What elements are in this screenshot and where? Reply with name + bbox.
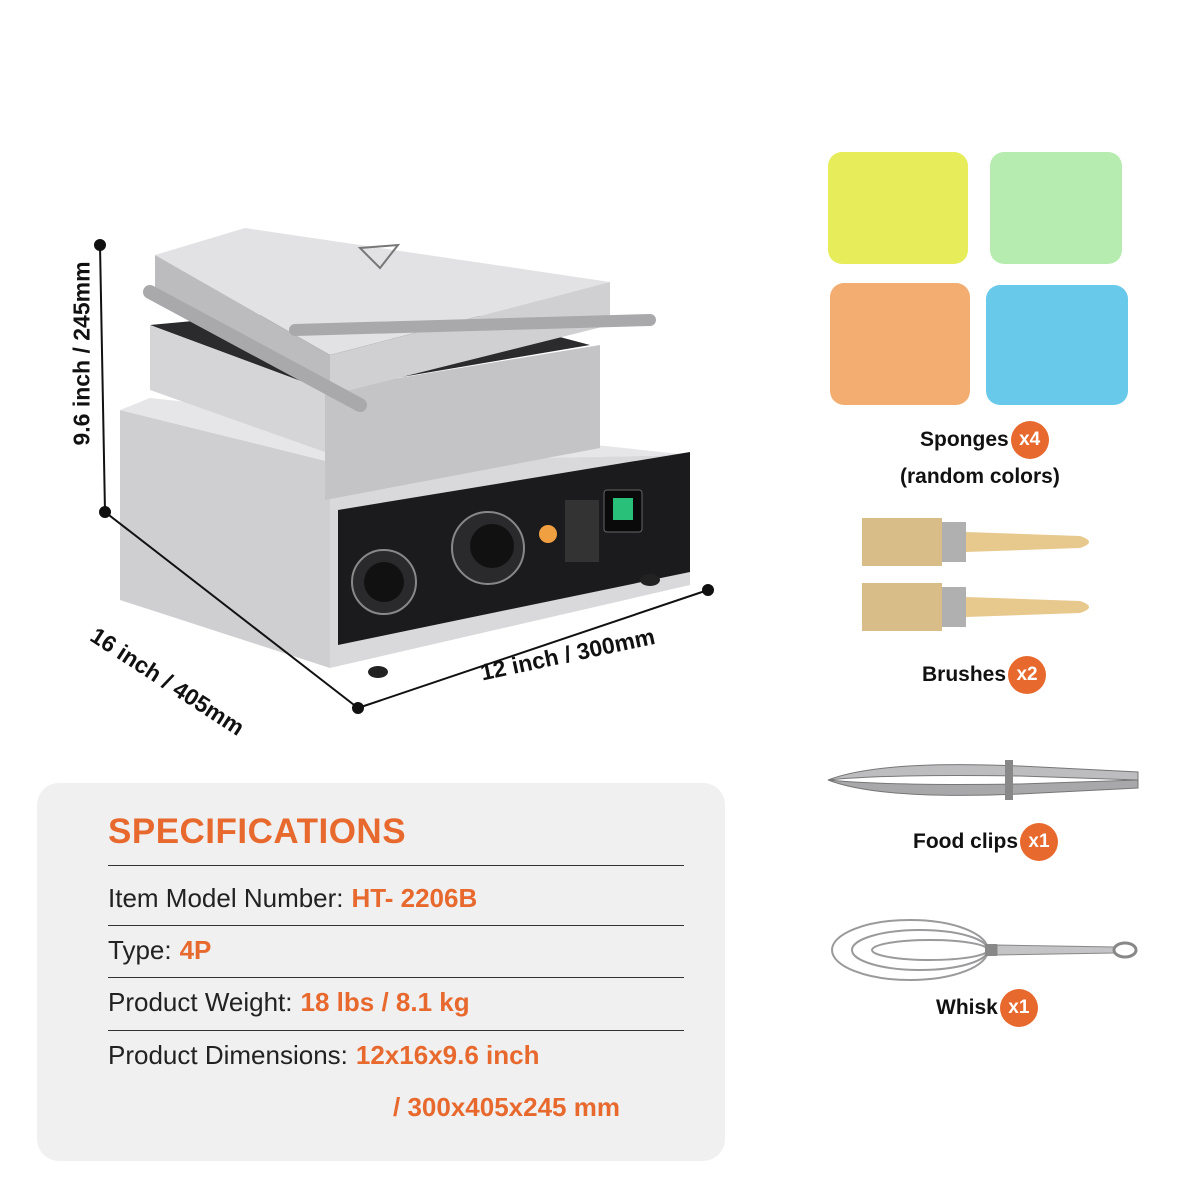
specifications-panel [37,783,725,1161]
specifications-title: SPECIFICATIONS [108,812,407,851]
whisk-qty-badge: x1 [999,989,1038,1027]
spec-label: Product Dimensions: [108,1040,348,1070]
spec-row-weight: Product Weight:18 lbs / 8.1 kg [108,987,470,1018]
spec-value: 12x16x9.6 inch [355,1040,540,1070]
brushes-image [862,518,1089,631]
divider [108,865,684,866]
brushes-name: Brushes [922,663,1007,686]
spec-row-model: Item Model Number:HT- 2206B [108,883,477,914]
sponges-note: (random colors) [900,465,1060,488]
spec-row-dimensions: Product Dimensions:12x16x9.6 inch [108,1040,539,1071]
divider [108,925,684,926]
divider [108,1030,684,1031]
sponges-name: Sponges [920,428,1009,451]
divider [108,977,684,978]
spec-dimensions-metric: / 300x405x245 mm [393,1092,620,1122]
food-clips-image [827,760,1139,800]
spec-label: Type: [108,935,172,965]
sponge-orange-image [830,283,970,405]
spec-label: Item Model Number: [108,883,344,913]
food-clips-qty-badge: x1 [1020,823,1058,861]
sponges-label: Sponges x4 [920,421,1049,459]
spec-value: 18 lbs / 8.1 kg [300,987,470,1017]
spec-value: 4P [179,935,212,965]
sponge-yellow-image [828,152,968,264]
brushes-qty-badge: x2 [1008,656,1047,694]
whisk-image [831,919,1138,981]
food-clips-name: Food clips [913,830,1018,853]
spec-value: HT- 2206B [351,883,478,913]
whisk-name: Whisk [936,996,998,1019]
sponges-qty-badge: x4 [1010,421,1049,459]
whisk-label: Whisk x1 [936,989,1038,1027]
sponge-blue-image [986,285,1128,405]
spec-row-type: Type:4P [108,935,211,966]
waffle-maker-image [94,228,714,714]
height-dimension-label: 9.6 inch / 245mm [68,261,95,446]
food-clips-label: Food clips x1 [913,823,1058,861]
spec-label: Product Weight: [108,987,293,1017]
brushes-label: Brushes x2 [922,656,1047,694]
sponge-green-image [990,152,1122,264]
